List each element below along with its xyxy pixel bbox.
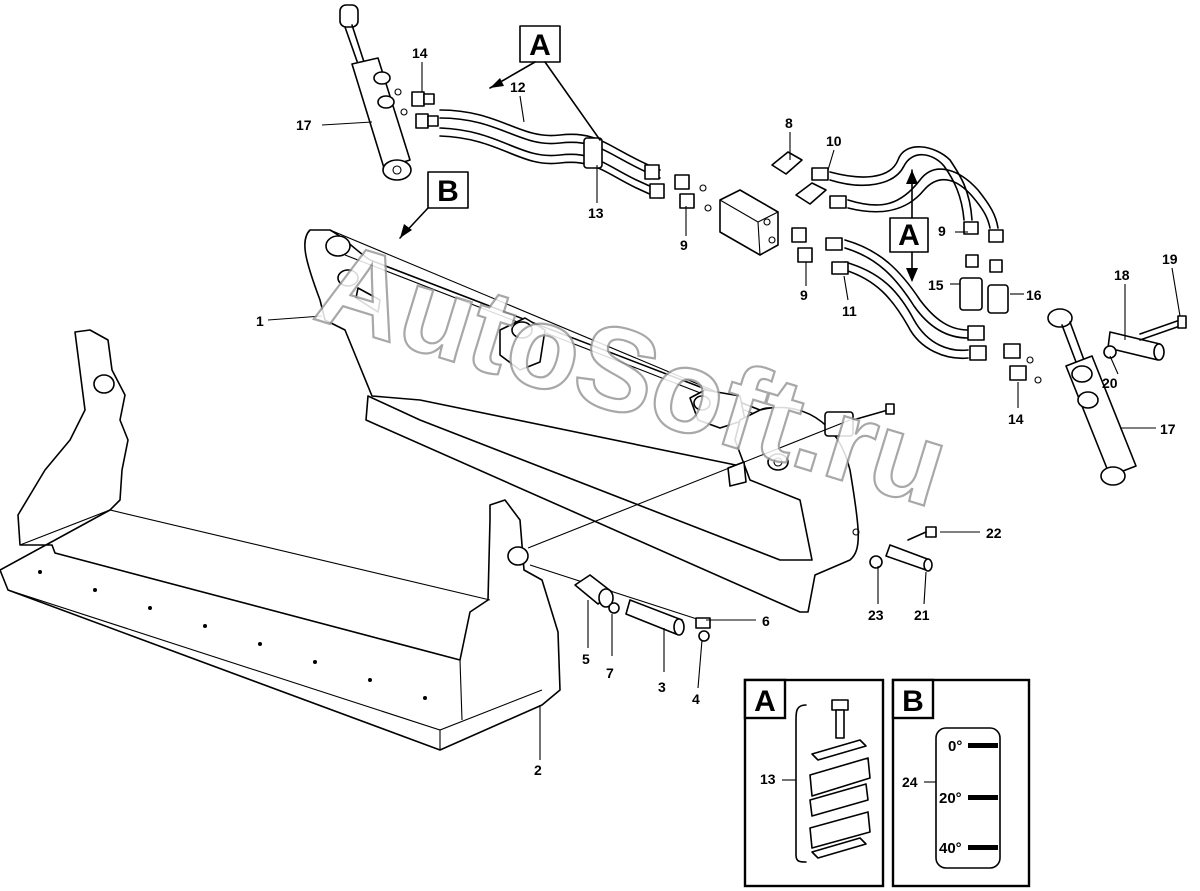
callout-9-right: 9 bbox=[938, 223, 946, 239]
callout-12: 12 bbox=[510, 79, 526, 95]
callout-15: 15 bbox=[928, 277, 944, 293]
callout-16: 16 bbox=[1026, 287, 1042, 303]
view-tag-b-top: B bbox=[399, 171, 469, 239]
svg-text:B: B bbox=[437, 175, 459, 208]
angle-20: 20° bbox=[939, 790, 962, 807]
inset-a-tag: A bbox=[754, 685, 776, 718]
quick-coupler-frame bbox=[365, 395, 895, 613]
bucket-bolt-row bbox=[38, 570, 427, 700]
callout-7: 7 bbox=[606, 665, 614, 681]
pivot-pin-assembly bbox=[574, 574, 711, 642]
callout-23: 23 bbox=[868, 607, 884, 623]
inset-b-tag: B bbox=[902, 685, 924, 718]
callout-13: 13 bbox=[588, 205, 604, 221]
inset-a: A 13 bbox=[743, 678, 885, 888]
hose-pair-12 bbox=[439, 109, 661, 199]
fittings-15-16 bbox=[959, 277, 1009, 314]
angle-40: 40° bbox=[939, 840, 962, 857]
callout-17-right: 17 bbox=[1160, 421, 1176, 437]
callout-3: 3 bbox=[658, 679, 666, 695]
pivot-alignment-line-lower bbox=[529, 564, 701, 621]
valve-block bbox=[719, 189, 779, 256]
elbow-fittings-8 bbox=[771, 151, 847, 209]
hose-pair-10-11 bbox=[829, 146, 999, 360]
callout-8: 8 bbox=[785, 115, 793, 131]
callout-19: 19 bbox=[1162, 251, 1178, 267]
fittings-9-center bbox=[644, 164, 712, 212]
callout-11: 11 bbox=[842, 303, 857, 319]
callout-9-lower: 9 bbox=[800, 287, 808, 303]
view-tag-a-mid: A bbox=[889, 169, 929, 282]
clamp-halves-icon bbox=[809, 739, 871, 859]
callout-10: 10 bbox=[826, 133, 842, 149]
callout-5: 5 bbox=[582, 651, 590, 667]
callout-1: 1 bbox=[256, 313, 264, 329]
callout-14-top: 14 bbox=[412, 45, 428, 61]
callout-2: 2 bbox=[534, 762, 542, 778]
callout-6: 6 bbox=[762, 613, 770, 629]
callout-labels: 17 14 12 13 9 8 10 9 11 9 15 16 14 18 19… bbox=[256, 45, 1178, 778]
hydraulic-cylinder-right bbox=[1047, 308, 1137, 486]
angle-0: 0° bbox=[948, 738, 962, 755]
callout-14-right: 14 bbox=[1008, 411, 1024, 427]
callout-9-center: 9 bbox=[680, 237, 688, 253]
view-tag-a-top: A bbox=[489, 25, 601, 141]
svg-text:A: A bbox=[898, 219, 920, 252]
fittings-14-right bbox=[967, 325, 1042, 384]
inset-b-callout: 24 bbox=[902, 774, 918, 790]
hydraulic-cylinder-left bbox=[339, 4, 412, 181]
inset-a-callout: 13 bbox=[760, 771, 776, 787]
callout-20: 20 bbox=[1102, 375, 1118, 391]
inset-b: B 0° 20° 40° 24 bbox=[891, 678, 1031, 888]
callout-4: 4 bbox=[692, 691, 700, 707]
callout-22: 22 bbox=[986, 525, 1002, 541]
pin-18-bolt-19 bbox=[1103, 315, 1187, 361]
svg-text:A: A bbox=[529, 29, 551, 62]
callout-18: 18 bbox=[1114, 267, 1130, 283]
clamp-bolt-icon bbox=[831, 699, 849, 739]
fittings-9-right bbox=[791, 221, 1004, 275]
callout-leaders bbox=[267, 62, 1181, 760]
pivot-alignment-line bbox=[527, 419, 851, 549]
callout-17-left: 17 bbox=[296, 117, 312, 133]
pin-21-bolt-22 bbox=[869, 526, 937, 572]
callout-21: 21 bbox=[914, 607, 930, 623]
bucket-2 bbox=[0, 329, 561, 751]
fittings-14-top bbox=[394, 88, 439, 129]
